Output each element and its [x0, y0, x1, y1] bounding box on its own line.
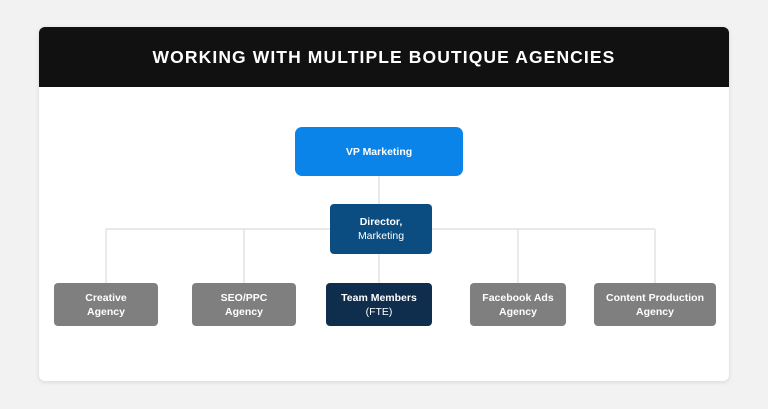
node-label: Agency [87, 305, 125, 318]
node-label: Marketing [357, 230, 405, 242]
node-label: Team Members [341, 291, 417, 304]
org-chart-card: WORKING WITH MULTIPLE BOUTIQUE AGENCIES … [39, 27, 729, 381]
node-seo-ppc-agency: SEO/PPC Agency [192, 283, 296, 326]
node-label: Agency [225, 305, 263, 318]
node-label: Agency [499, 305, 537, 318]
node-label: Agency [636, 305, 674, 318]
node-label: Facebook Ads [482, 291, 554, 304]
node-facebook-ads-agency: Facebook Ads Agency [470, 283, 566, 326]
node-label: (FTE) [365, 305, 393, 318]
node-label: SEO/PPC [220, 291, 268, 304]
chart-title: WORKING WITH MULTIPLE BOUTIQUE AGENCIES [39, 27, 729, 87]
node-director-marketing: Director, Marketing [330, 204, 432, 254]
node-label: Director, [359, 216, 403, 228]
node-label: Creative [85, 291, 127, 304]
node-label: Content Production [606, 291, 704, 304]
node-creative-agency: Creative Agency [54, 283, 158, 326]
node-team-members: Team Members (FTE) [326, 283, 432, 326]
node-vp-marketing: VP Marketing [295, 127, 463, 176]
node-label: VP Marketing [345, 145, 413, 158]
node-content-production-agency: Content Production Agency [594, 283, 716, 326]
